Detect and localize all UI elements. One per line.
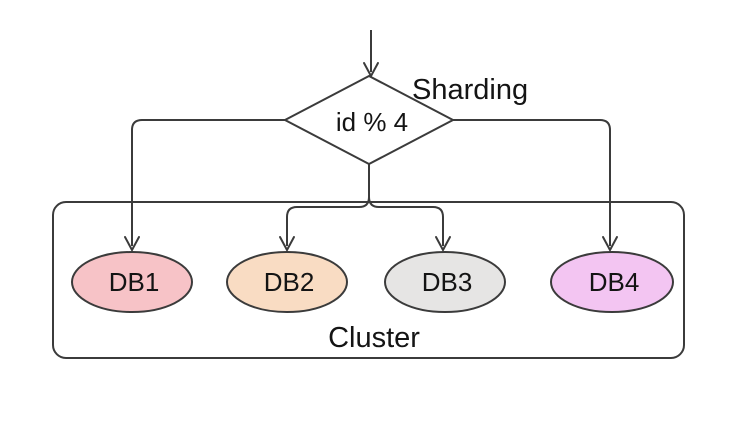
db4-ellipse-shape xyxy=(550,251,674,313)
arrowhead-icon xyxy=(279,236,295,253)
edge-line xyxy=(453,119,611,246)
arrowhead-icon xyxy=(602,236,618,253)
edge-line xyxy=(368,164,444,246)
db4-label: DB4 xyxy=(589,267,640,297)
cluster-label: Cluster xyxy=(328,322,420,354)
edge-line xyxy=(131,119,285,246)
edge-input-to-decision xyxy=(363,30,379,79)
db1-label: DB1 xyxy=(109,267,160,297)
arrowhead-icon xyxy=(124,236,140,253)
db3-ellipse-shape xyxy=(384,251,506,313)
db2-node: DB2 xyxy=(226,251,348,313)
db3-node: DB3 xyxy=(384,251,506,313)
edge-line xyxy=(286,164,370,246)
decision-node: id % 4 xyxy=(282,74,456,166)
edge-decision-to-db3 xyxy=(368,164,451,253)
sharding-annotation-label: Sharding xyxy=(412,74,528,106)
db2-label: DB2 xyxy=(264,267,315,297)
decision-label: id % 4 xyxy=(336,107,408,137)
db4-node: DB4 xyxy=(550,251,674,313)
db3-label: DB3 xyxy=(422,267,473,297)
decision-diamond-shape xyxy=(282,74,456,166)
db2-ellipse-shape xyxy=(226,251,348,313)
edge-decision-to-db1 xyxy=(124,119,285,253)
db1-node: DB1 xyxy=(71,251,193,313)
arrowhead-icon xyxy=(435,236,451,253)
edge-decision-to-db4 xyxy=(453,119,618,253)
db1-ellipse-shape xyxy=(71,251,193,313)
edge-decision-to-db2 xyxy=(279,164,370,253)
